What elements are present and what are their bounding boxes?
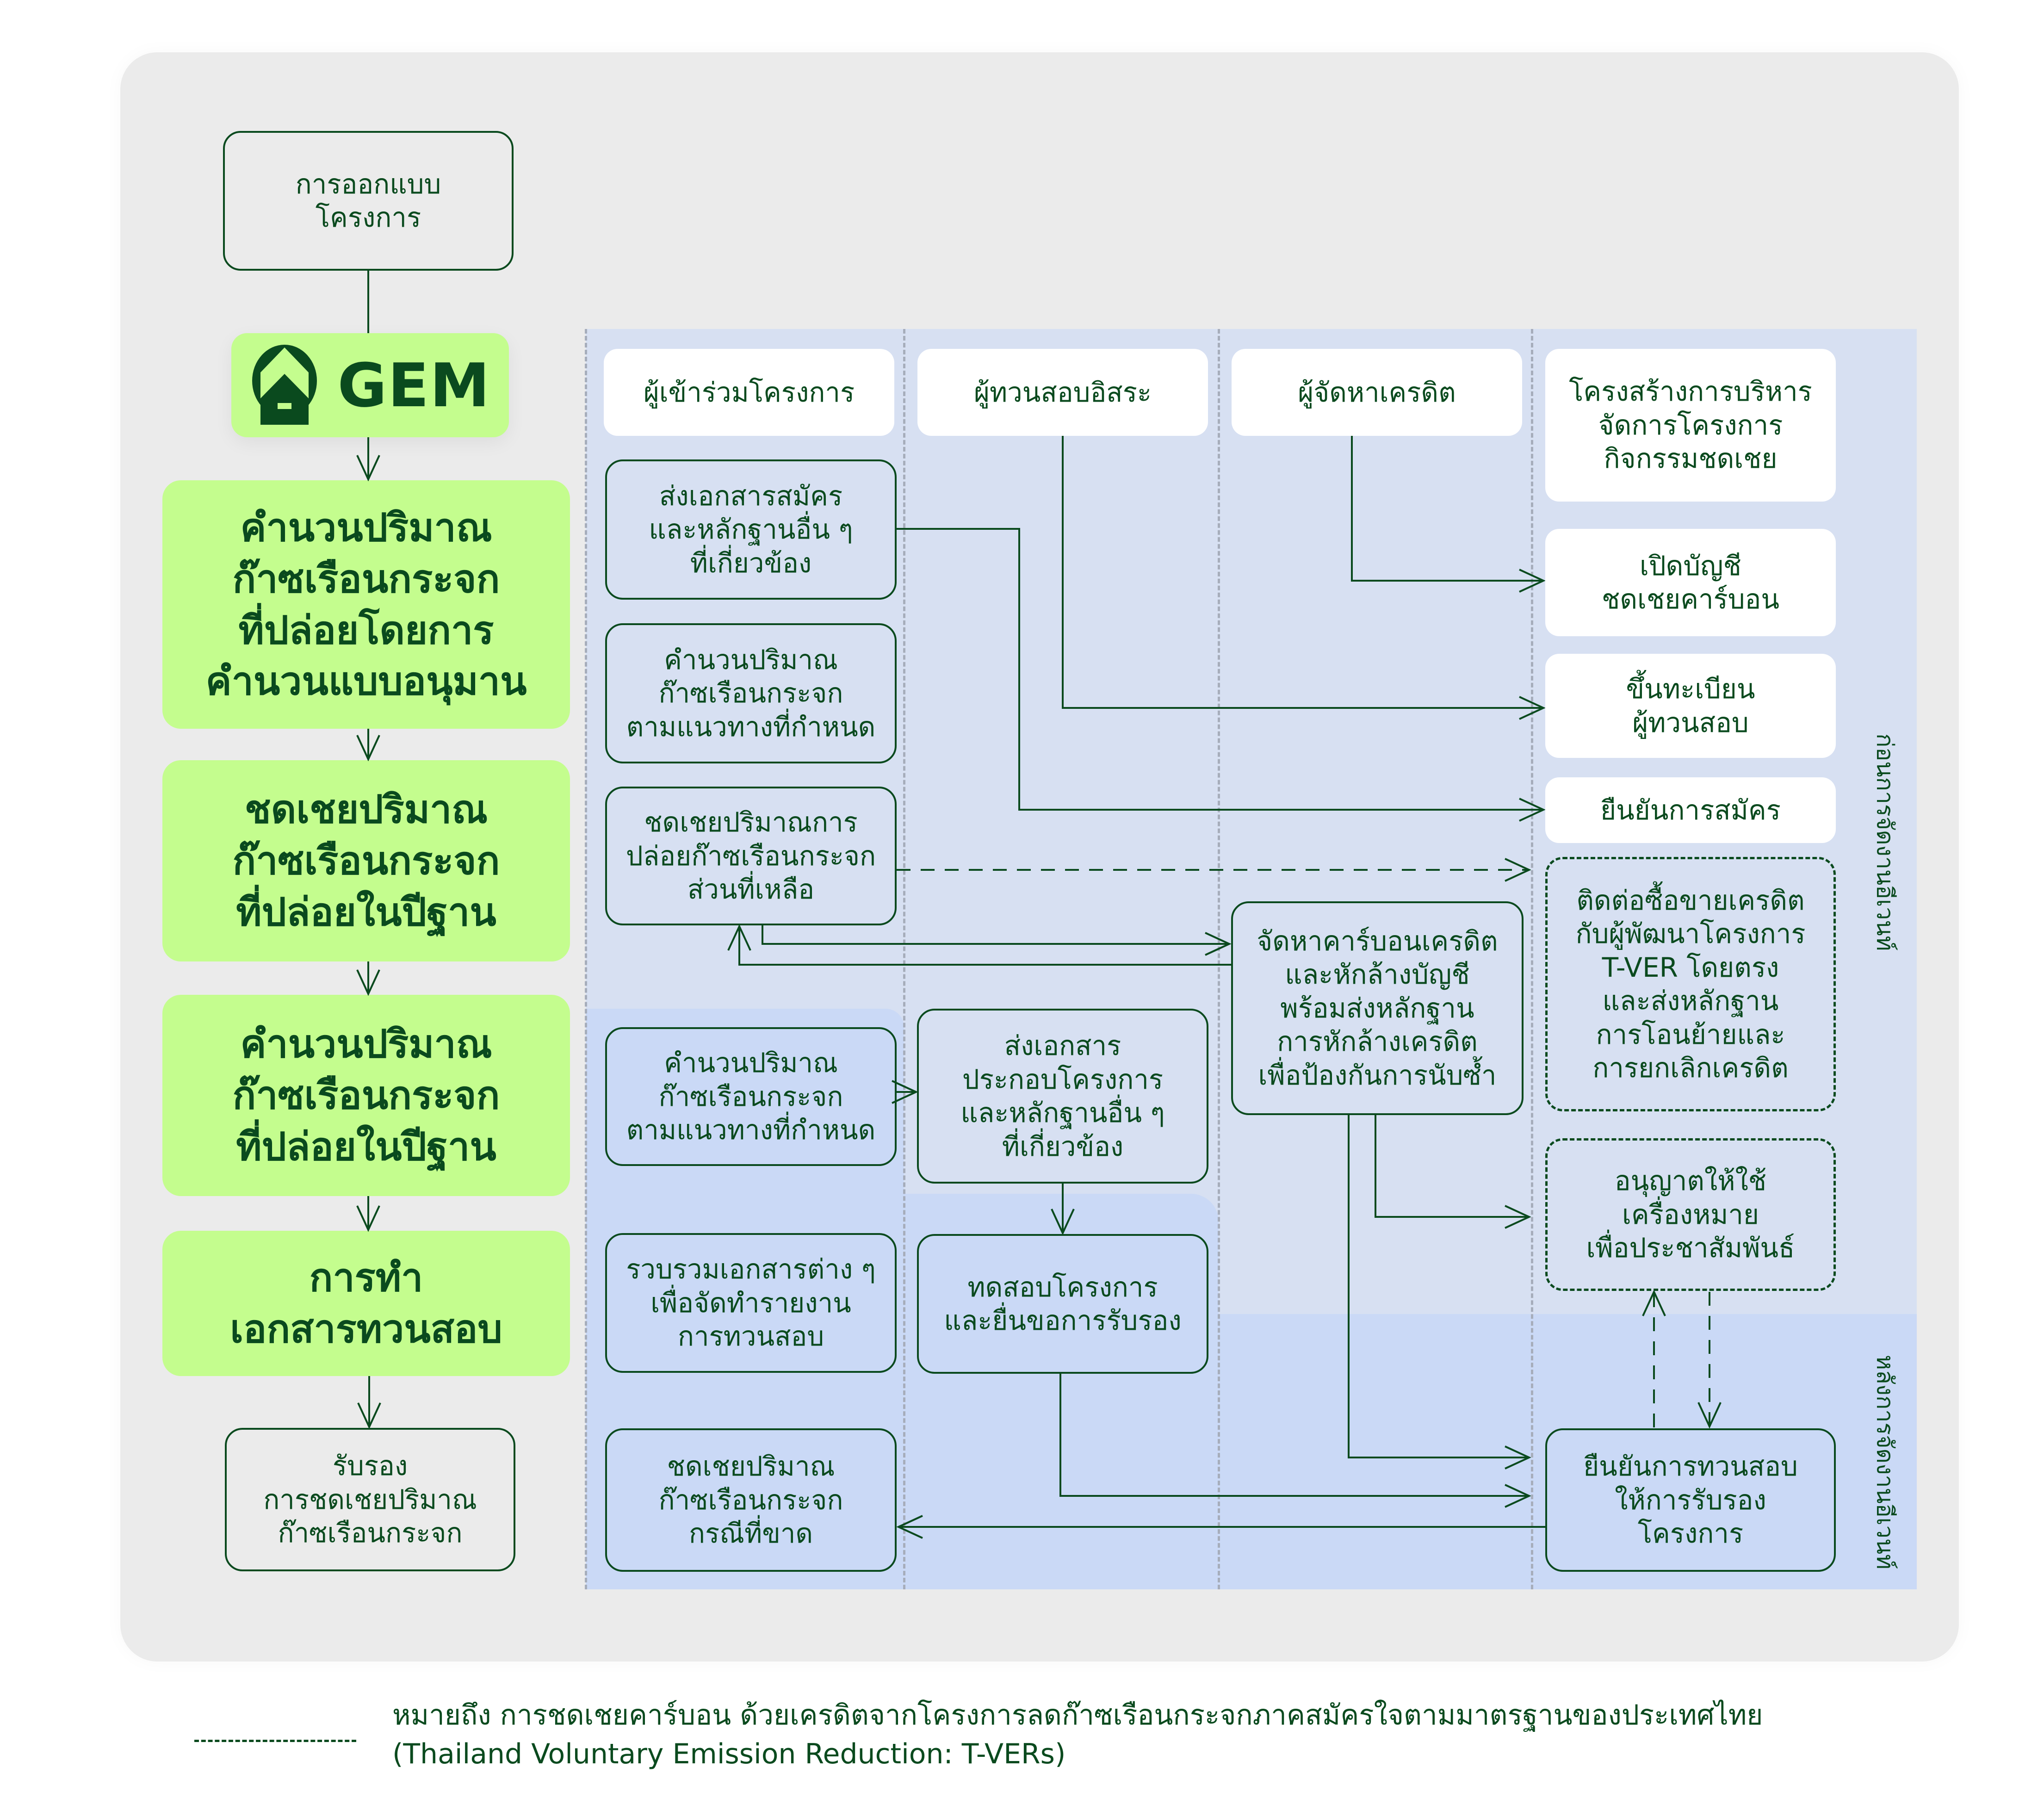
lane-divider [1531, 329, 1533, 1589]
verifier-submit-documents: ส่งเอกสาร ประกอบโครงการ และหลักฐานอื่น ๆ… [917, 1009, 1208, 1184]
mgmt-confirm-verification: ยืนยันการทวนสอบ ให้การรับรอง โครงการ [1545, 1428, 1836, 1572]
mgmt-confirm-application: ยืนยันการสมัคร [1545, 777, 1836, 843]
project-design-box: การออกแบบ โครงการ [223, 131, 514, 271]
after-event-zone-col34 [1219, 1314, 1917, 1589]
lane-header-participant: ผู้เข้าร่วมโครงการ [604, 349, 894, 436]
house-in-circle-icon [252, 344, 317, 425]
participant-compile-documents: รวบรวมเอกสารต่าง ๆ เพื่อจัดทำรายงาน การท… [605, 1233, 897, 1373]
mgmt-register-verifier: ขึ้นทะเบียน ผู้ทวนสอบ [1545, 654, 1836, 758]
participant-offset-shortfall: ชดเชยปริมาณ ก๊าซเรือนกระจก กรณีที่ขาด [605, 1428, 897, 1572]
participant-offset-remaining: ชดเชยปริมาณการ ปล่อยก๊าซเรือนกระจก ส่วนท… [605, 787, 897, 925]
connector-provider-to-open-account [1351, 436, 1543, 581]
certification-box: รับรอง การชดเชยปริมาณ ก๊าซเรือนกระจก [225, 1428, 515, 1571]
connector-procure-to-offset [739, 926, 1231, 966]
participant-submit-application: ส่งเอกสารสมัคร และหลักฐานอื่น ๆ ที่เกี่ย… [605, 459, 897, 600]
connector-verifier-to-register [1062, 436, 1543, 708]
lane-divider [585, 329, 587, 1589]
gem-logo: GEM [231, 333, 509, 437]
connector-offset-to-procure [762, 925, 1229, 944]
lane-divider [1218, 329, 1220, 1589]
verifier-test-project: ทดสอบโครงการ และยื่นขอการรับรอง [917, 1234, 1208, 1374]
participant-calc-emissions-after: คำนวนปริมาณ ก๊าซเรือนกระจก ตามแนวทางที่ก… [605, 1027, 897, 1166]
connector-test-to-confirm-verify [1059, 1374, 1529, 1496]
credit-provider-procure-credits: จัดหาคาร์บอนเครดิต และหักล้างบัญชี พร้อม… [1231, 901, 1524, 1115]
legend-dashed-line-icon [194, 1740, 356, 1742]
connector-application-to-confirm [897, 528, 1543, 810]
flow-step-4: การทำ เอกสารทวนสอบ [162, 1231, 570, 1376]
flow-step-3: คำนวนปริมาณ ก๊าซเรือนกระจก ที่ปล่อยในปีฐ… [162, 995, 570, 1196]
lane-header-verifier: ผู้ทวนสอบอิสระ [917, 349, 1208, 436]
flow-step-2: ชดเชยปริมาณ ก๊าซเรือนกระจก ที่ปล่อยในปีฐ… [162, 760, 570, 961]
connector-procure-to-confirm-verify [1348, 1115, 1529, 1457]
mgmt-logo-permission: อนุญาตให้ใช้ เครื่องหมาย เพื่อประชาสัมพั… [1545, 1138, 1836, 1291]
lane-header-management: โครงสร้างการบริหาร จัดการโครงการ กิจกรรม… [1545, 349, 1836, 502]
lane-divider [903, 329, 905, 1589]
legend-text: หมายถึง การชดเชยคาร์บอน ด้วยเครดิตจากโคร… [392, 1699, 1763, 1770]
mgmt-open-account: เปิดบัญชี ชดเชยคาร์บอน [1545, 529, 1836, 636]
connector-procure-to-logo [1375, 1115, 1529, 1217]
phase-label-before: ก่อนการจัดงานอีเวนท์ [1871, 733, 1899, 951]
after-event-zone-col1 [586, 1009, 904, 1589]
lane-header-credit-provider: ผู้จัดหาเครดิต [1232, 349, 1522, 436]
mgmt-tver-trade: ติดต่อซื้อขายเครดิต กับผู้พัฒนาโครงการ T… [1545, 857, 1836, 1111]
flow-step-1: คำนวนปริมาณ ก๊าซเรือนกระจก ที่ปล่อยโดยกา… [162, 480, 570, 729]
participant-calc-emissions-before: คำนวนปริมาณ ก๊าซเรือนกระจก ตามแนวทางที่ก… [605, 623, 897, 763]
phase-label-after: หลังการจัดงานอีเวนท์ [1871, 1355, 1899, 1569]
gem-logo-text: GEM [337, 350, 491, 421]
